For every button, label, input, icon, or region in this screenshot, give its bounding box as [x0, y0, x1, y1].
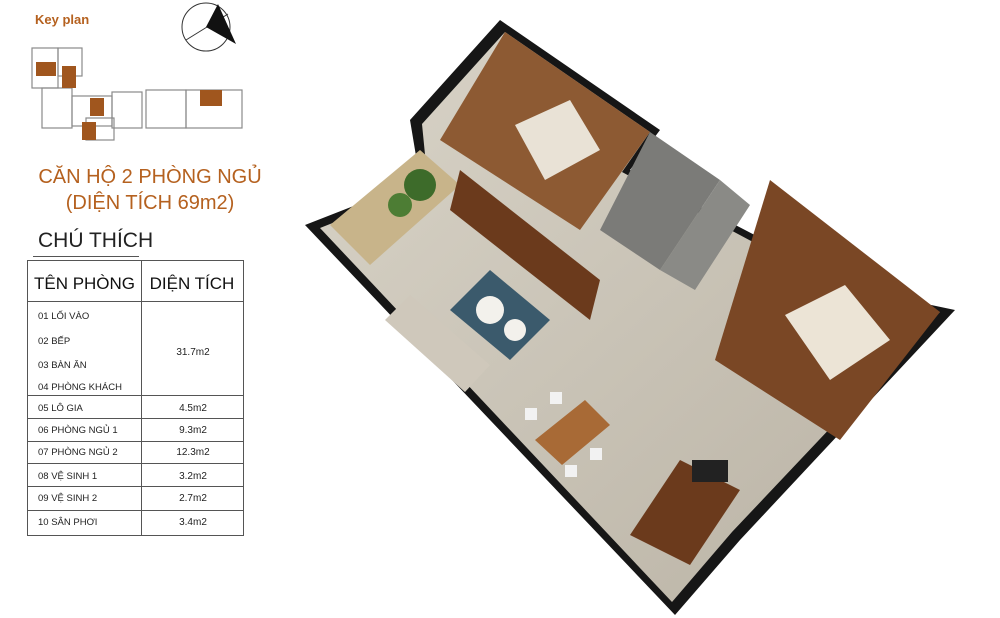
legend-heading: CHÚ THÍCH [38, 229, 154, 252]
table-row: 03 BÀN ĂN [38, 360, 87, 371]
table-cell-area: 3.4m2 [179, 517, 207, 528]
table-row: 02 BẾP [38, 336, 71, 347]
bed-2 [785, 285, 890, 380]
bathroom-1 [600, 132, 720, 270]
table-row: 05 LÔ GIA [38, 403, 83, 414]
table-divider [28, 441, 243, 442]
stove [692, 460, 728, 482]
legend-underline [33, 256, 139, 257]
wardrobe [450, 170, 600, 320]
table-column-divider [141, 261, 142, 535]
table-row: 01 LỐI VÀO [38, 311, 90, 322]
table-divider [28, 510, 243, 511]
plant-icon [388, 193, 412, 217]
table-row: 08 VỆ SINH 1 [38, 471, 98, 482]
table-divider [28, 418, 243, 419]
room-area-table: TÊN PHÒNG DIỆN TÍCH 01 LỐI VÀO 02 BẾP 03… [27, 260, 244, 536]
table-divider [28, 395, 243, 396]
table-divider [28, 486, 243, 487]
table-row: 04 PHÒNG KHÁCH [38, 382, 122, 393]
kitchen-counter [630, 460, 740, 565]
table-cell-area: 2.7m2 [179, 493, 207, 504]
floor-area [320, 32, 940, 602]
key-plan-diagram [31, 47, 243, 141]
apartment-area-title: (DIỆN TÍCH 69m2) [65, 192, 235, 214]
table-cell-area: 12.3m2 [176, 447, 210, 458]
table-divider [28, 301, 243, 302]
table-row: 09 VỆ SINH 2 [38, 493, 98, 504]
bed-1 [515, 100, 600, 180]
chair [550, 392, 562, 404]
chair [565, 465, 577, 477]
table-divider [28, 463, 243, 464]
table-row: 06 PHÒNG NGỦ 1 [38, 425, 118, 436]
table-header-room: TÊN PHÒNG [33, 274, 136, 293]
chair [525, 408, 537, 420]
table-header-area: DIỆN TÍCH [149, 274, 235, 293]
compass-icon [181, 2, 236, 52]
table-row: 07 PHÒNG NGỦ 2 [38, 447, 118, 458]
coffee-table [504, 319, 526, 341]
floor-plan-render [305, 20, 955, 615]
key-plan-label: Key plan [35, 12, 90, 27]
table-cell-area: 3.2m2 [179, 471, 207, 482]
chair [590, 448, 602, 460]
plant-icon [404, 169, 436, 201]
bathroom-2 [660, 180, 750, 290]
dining-table [535, 400, 610, 465]
table-cell-area: 31.7m2 [176, 347, 210, 358]
coffee-table [476, 296, 504, 324]
table-cell-area: 9.3m2 [179, 425, 207, 436]
table-row: 10 SÂN PHƠI [38, 517, 98, 528]
sofa [385, 295, 490, 392]
apartment-title: CĂN HỘ 2 PHÒNG NGỦ [38, 166, 262, 188]
table-cell-area: 4.5m2 [179, 403, 207, 414]
